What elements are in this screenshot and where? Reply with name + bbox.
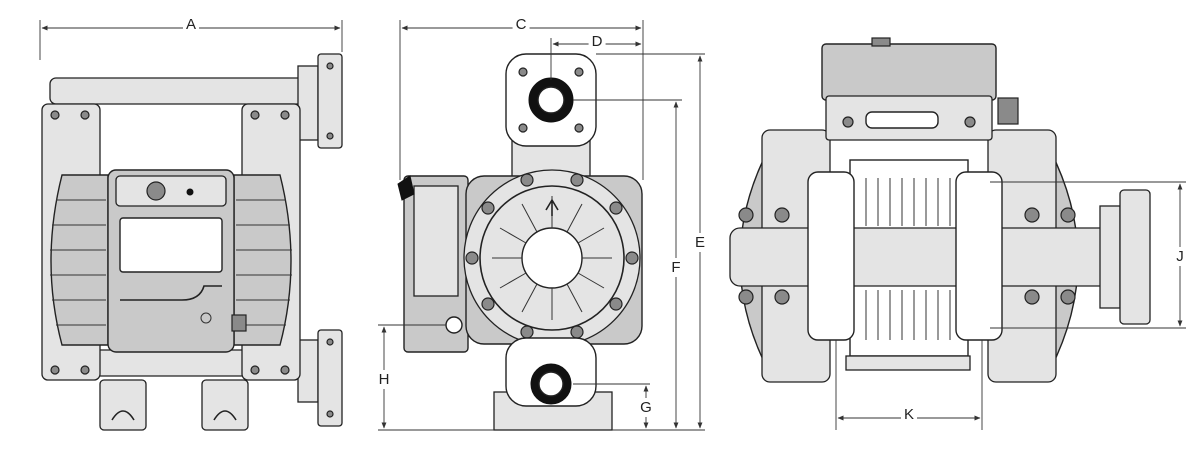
right-clamp-band [955, 171, 1003, 341]
dimension-label-halo [691, 233, 709, 252]
left-foot [99, 379, 147, 431]
center-bore [521, 227, 583, 289]
dimension-K: K [835, 340, 983, 430]
flow-arrow-icon [545, 198, 559, 216]
motor-top-cover [115, 175, 227, 207]
motor-seam [120, 285, 222, 301]
dimension-D: D [550, 32, 642, 80]
right-foot [201, 379, 249, 431]
left-foot-slot [111, 410, 135, 421]
dimension-label-halo [375, 370, 393, 389]
bottom-port-bore [538, 371, 564, 397]
top-flange-neck [297, 65, 319, 141]
cover-bolts [465, 173, 639, 339]
dimension-label-K: K [904, 406, 914, 423]
side-view [397, 53, 643, 431]
bottom-flange-neck [297, 339, 319, 403]
motor-screw [200, 312, 212, 324]
dimension-label-J: J [1176, 248, 1184, 265]
dimension-label-halo [588, 32, 606, 51]
top-view [729, 37, 1151, 383]
dimension-label-E: E [695, 234, 705, 251]
top-flange [317, 53, 343, 149]
springs [865, 178, 951, 340]
front-view [41, 53, 343, 431]
top-motor-box [821, 43, 997, 101]
dimension-label-halo [182, 15, 200, 34]
top-port-bore [537, 86, 565, 114]
motor-window [119, 217, 223, 273]
side-motor-knob [397, 175, 415, 201]
dimension-label-H: H [379, 371, 390, 388]
right-diaphragm-housing [233, 174, 292, 346]
dimension-label-G: G [640, 399, 652, 416]
dimension-label-halo [668, 258, 684, 277]
dimension-label-halo [1173, 247, 1187, 266]
valve-slot [865, 111, 939, 129]
left-diaphragm-housing [50, 174, 109, 346]
motor-cap [146, 181, 166, 201]
dimension-G: G [573, 383, 655, 429]
top-motor-cap [871, 37, 891, 47]
dimension-label-F: F [671, 259, 680, 276]
dimension-label-halo [637, 398, 655, 417]
right-foot-slot [213, 410, 237, 421]
dimension-label-C: C [516, 16, 527, 33]
dimension-H: H [375, 324, 494, 431]
dimension-label-halo [512, 15, 530, 34]
right-port-neck [1099, 205, 1121, 309]
top-view-base [845, 355, 971, 371]
dimension-label-D: D [592, 33, 603, 50]
dimension-label-halo [900, 405, 918, 424]
diaphragm-ring-outer [479, 185, 625, 331]
dimension-A: A [39, 15, 343, 60]
right-port-flange [1119, 189, 1151, 325]
dimension-J: J [990, 181, 1187, 329]
side-motor-panel [413, 185, 459, 297]
dimension-F: F [573, 99, 684, 429]
dimension-label-A: A [186, 16, 196, 33]
main-shaft-tube [729, 227, 1125, 287]
dimension-E: E [596, 53, 709, 431]
indicator-dot [186, 188, 194, 196]
top-view-bolts [738, 207, 1076, 305]
top-manifold-pipe [49, 77, 311, 105]
side-motor-screw [445, 316, 463, 334]
cable-gland [231, 314, 247, 332]
bottom-flange [317, 329, 343, 427]
top-cable-gland [997, 97, 1019, 125]
left-clamp-band [807, 171, 855, 341]
